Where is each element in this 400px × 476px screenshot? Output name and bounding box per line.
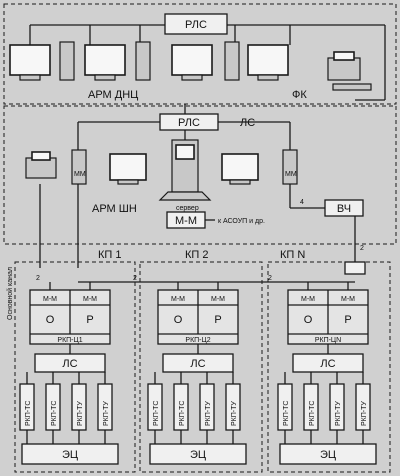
svg-text:РКП-ТУ: РКП-ТУ (77, 401, 84, 426)
shn-monitor-1 (109, 153, 147, 185)
shn-monitor-2 (221, 153, 259, 185)
shn-pc-2: MM (282, 149, 298, 185)
svg-text:М-М: М-М (43, 296, 57, 303)
dnc-zone (3, 3, 397, 105)
svg-text:MM: MM (74, 171, 86, 178)
ls-box-kp1: ЛС (34, 344, 106, 373)
arm-dnc-label: АРМ ДНЦ (88, 89, 138, 101)
svg-text:М-М: М-М (211, 296, 225, 303)
svg-text:М-М: М-М (301, 296, 315, 303)
svg-text:РКП-ЦN: РКП-ЦN (315, 337, 341, 344)
vch-label: ВЧ (337, 203, 351, 215)
fk-label: ФК (292, 89, 307, 101)
rkp-c2-block: М-М М-М О Р РКП-Ц2 (157, 289, 239, 345)
server-mm-label: М-М (175, 215, 197, 227)
kp1-zone (14, 261, 136, 473)
svg-text:MM: MM (285, 171, 297, 178)
rkp-modules-kp2: РКП-ТС РКП-ТС РКП-ТУ РКП-ТУ (147, 383, 241, 431)
rkp-cn-block: М-М М-М О Р РКП-ЦN (287, 289, 369, 345)
shn-printer-icon (25, 151, 57, 179)
svg-text:О: О (304, 314, 313, 326)
svg-text:РКП-ТУ: РКП-ТУ (335, 401, 342, 426)
svg-text:РКП-ТУ: РКП-ТУ (231, 401, 238, 426)
svg-text:РКП-ТС: РКП-ТС (309, 401, 316, 426)
kp2-label: КП 2 (185, 249, 209, 261)
svg-text:РКП-ТС: РКП-ТС (283, 401, 290, 426)
svg-text:РКП-ТС: РКП-ТС (153, 401, 160, 426)
server-label: сервер (176, 205, 199, 212)
vch-box (324, 199, 364, 217)
svg-text:ЛС: ЛС (190, 358, 205, 370)
kp2-zone (139, 261, 263, 473)
svg-text:РКП-ТУ: РКП-ТУ (361, 401, 368, 426)
asoup-label: к АСОУП и др. (218, 218, 265, 225)
svg-text:ЛС: ЛС (320, 358, 335, 370)
svg-text:М-М: М-М (83, 296, 97, 303)
ls-box-kp2: ЛС (162, 344, 234, 373)
rkp-modules-kpn: РКП-ТС РКП-ТС РКП-ТУ РКП-ТУ (277, 383, 371, 431)
svg-text:Р: Р (86, 314, 93, 326)
rls-top-label: РЛС (185, 19, 207, 31)
svg-text:ЭЦ: ЭЦ (320, 449, 336, 461)
ec-box-kpn: ЭЦ (279, 443, 377, 465)
svg-text:О: О (46, 314, 55, 326)
module-connectors (26, 372, 364, 444)
svg-text:ЭЦ: ЭЦ (62, 449, 78, 461)
main-channel-label: Основной канал (6, 267, 14, 320)
two-label-vch: 2 (360, 245, 364, 252)
svg-text:ЭЦ: ЭЦ (190, 449, 206, 461)
svg-text:РКП-Ц1: РКП-Ц1 (57, 337, 82, 344)
svg-text:РКП-Ц2: РКП-Ц2 (185, 337, 210, 344)
kpn-zone (267, 261, 391, 473)
rkp-modules-kp1: РКП-ТС РКП-ТС РКП-ТУ РКП-ТУ (19, 383, 113, 431)
server-icon (158, 139, 212, 201)
ec-box-kp2: ЭЦ (149, 443, 247, 465)
four-label: 4 (300, 199, 304, 206)
workstation-2 (84, 41, 151, 81)
arm-shn-label: АРМ ШН (92, 203, 137, 215)
rkp-c1-block: М-М М-М О Р РКП-Ц1 (29, 289, 111, 345)
svg-text:М-М: М-М (341, 296, 355, 303)
two-label-1: 2 (36, 275, 40, 282)
two-label-2: 2 (133, 275, 137, 282)
rls-mid-label: РЛС (178, 117, 200, 129)
shn-pc-1: MM (71, 149, 87, 185)
svg-text:Р: Р (214, 314, 221, 326)
two-label-3: 2 (268, 275, 272, 282)
kpn-label: КП N (280, 249, 305, 261)
svg-text:РКП-ТС: РКП-ТС (179, 401, 186, 426)
svg-text:Р: Р (344, 314, 351, 326)
svg-text:РКП-ТУ: РКП-ТУ (103, 401, 110, 426)
svg-text:М-М: М-М (171, 296, 185, 303)
svg-text:РКП-ТУ: РКП-ТУ (205, 401, 212, 426)
rls-top-box (164, 13, 228, 35)
svg-text:ЛС: ЛС (62, 358, 77, 370)
svg-text:РКП-ТС: РКП-ТС (25, 401, 32, 426)
ec-box-kp1: ЭЦ (21, 443, 119, 465)
kp1-label: КП 1 (98, 249, 122, 261)
svg-text:О: О (174, 314, 183, 326)
splitter-box (344, 261, 366, 275)
fk-printer-icon (327, 51, 372, 91)
svg-text:РКП-ТС: РКП-ТС (51, 401, 58, 426)
ls-top-label: ЛС (240, 117, 255, 129)
workstation-3 (171, 41, 240, 81)
shn-zone (3, 105, 397, 245)
ls-box-kpn: ЛС (292, 344, 364, 373)
workstation-4 (247, 44, 289, 81)
workstation-1 (9, 41, 75, 81)
